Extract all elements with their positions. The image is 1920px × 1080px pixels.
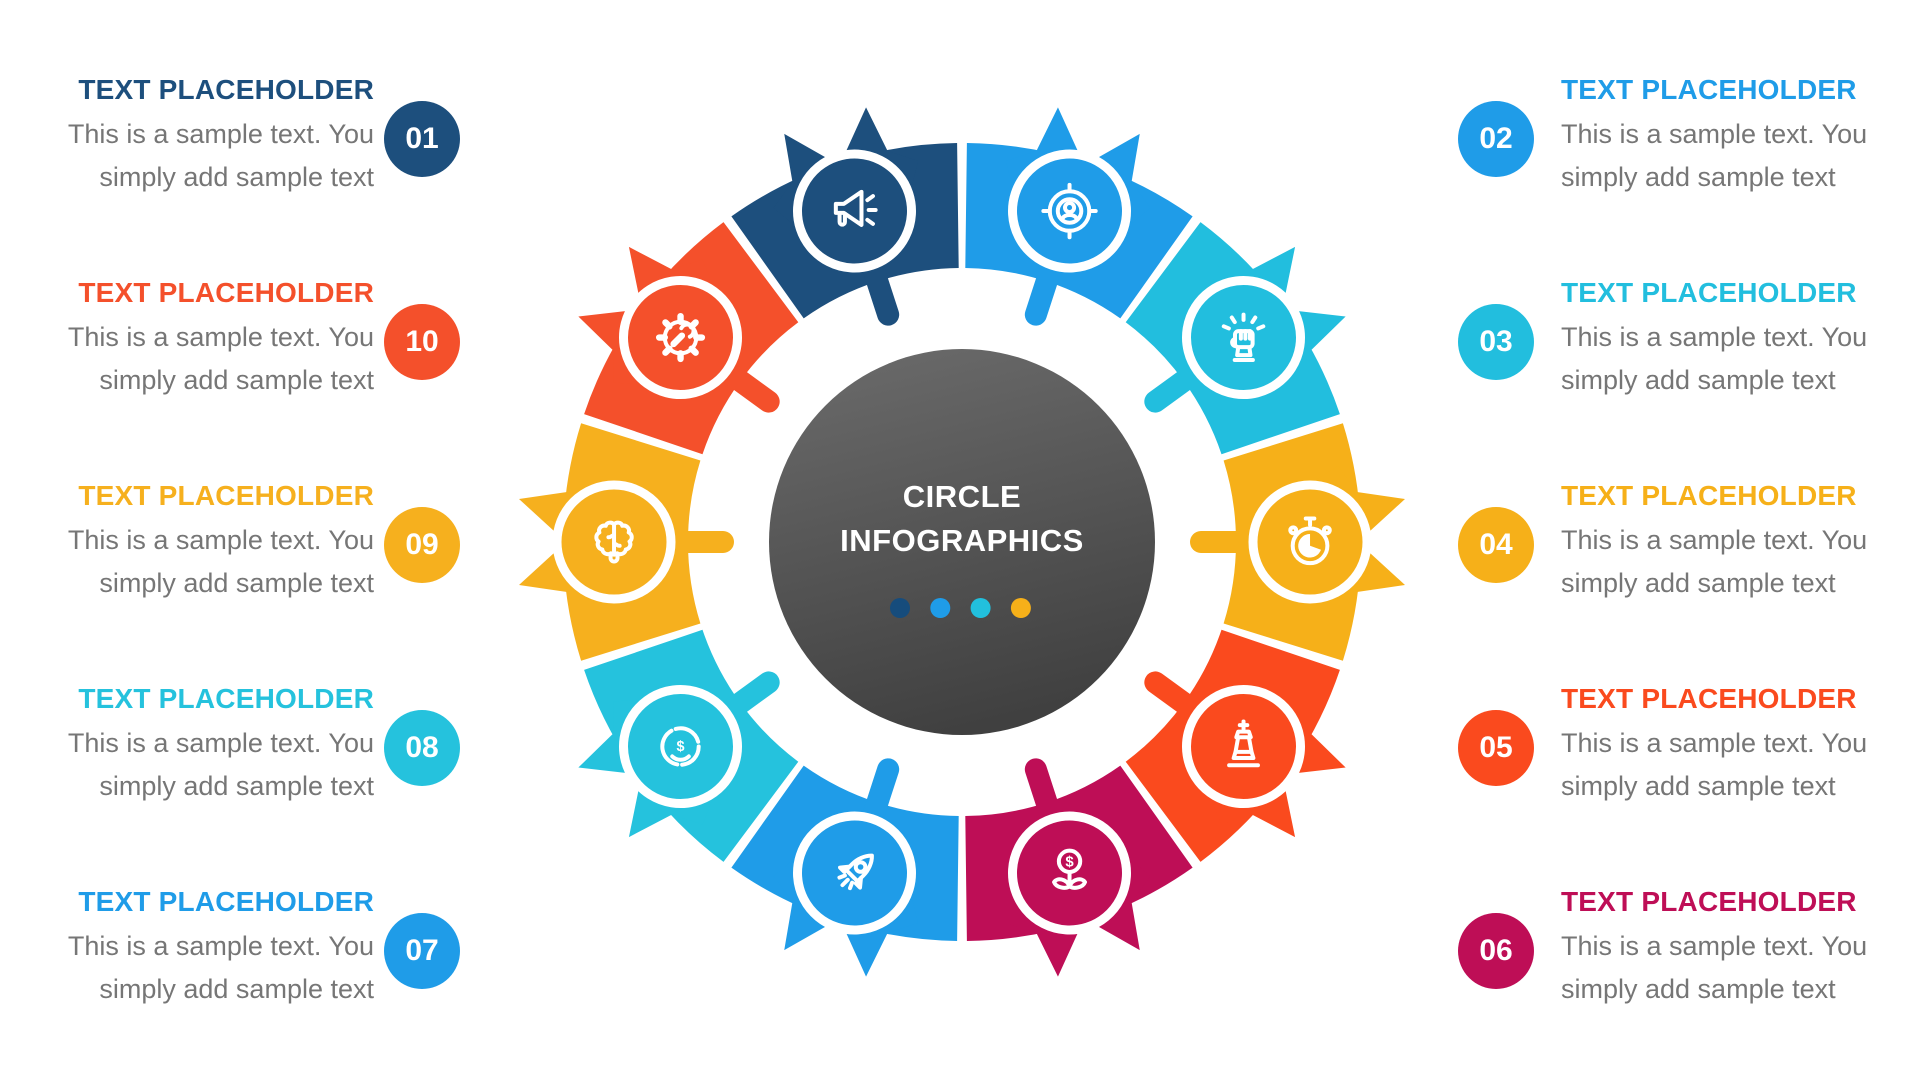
rocket-icon — [837, 853, 874, 891]
item-row-09: TEXT PLACEHOLDER This is a sample text. … — [60, 470, 460, 605]
segment-badge-05 — [1144, 671, 1346, 838]
segment-badge-09 — [519, 466, 734, 618]
item-text-07: TEXT PLACEHOLDER This is a sample text. … — [60, 876, 374, 1011]
segment-badge-01 — [773, 107, 919, 326]
item-text-09: TEXT PLACEHOLDER This is a sample text. … — [60, 470, 374, 605]
item-number-badge-04: 04 — [1458, 507, 1534, 583]
item-title-03: TEXT PLACEHOLDER — [1561, 277, 1857, 308]
segment-badge-03 — [1144, 246, 1346, 413]
segment-badge-04 — [1190, 466, 1405, 618]
gear-wrench-icon — [655, 312, 706, 363]
item-row-08: TEXT PLACEHOLDER This is a sample text. … — [60, 673, 460, 808]
item-text-04: TEXT PLACEHOLDER This is a sample text. … — [1561, 470, 1878, 605]
center-title-line1: CIRCLE — [903, 479, 1021, 514]
item-row-03: 03 TEXT PLACEHOLDER This is a sample tex… — [1458, 267, 1878, 402]
item-title-06: TEXT PLACEHOLDER — [1561, 886, 1857, 917]
item-text-01: TEXT PLACEHOLDER This is a sample text. … — [60, 64, 374, 199]
center-dot — [970, 598, 991, 618]
item-text-02: TEXT PLACEHOLDER This is a sample text. … — [1561, 64, 1878, 199]
item-title-10: TEXT PLACEHOLDER — [78, 277, 374, 308]
center-circle — [769, 349, 1155, 735]
pie-dollar-icon: $ — [660, 726, 701, 767]
item-number-badge-01: 01 — [384, 101, 460, 177]
chess-king-icon — [1227, 719, 1260, 768]
stopwatch-icon — [1288, 516, 1332, 566]
item-text-10: TEXT PLACEHOLDER This is a sample text. … — [60, 267, 374, 402]
item-row-05: 05 TEXT PLACEHOLDER This is a sample tex… — [1458, 673, 1878, 808]
segment-badge-10 — [578, 246, 780, 413]
money-growth-icon: $ — [1052, 848, 1088, 890]
center-dot — [1010, 598, 1031, 618]
item-title-07: TEXT PLACEHOLDER — [78, 886, 374, 917]
item-title-05: TEXT PLACEHOLDER — [1561, 683, 1857, 714]
item-row-07: TEXT PLACEHOLDER This is a sample text. … — [60, 876, 460, 1011]
svg-text:$: $ — [1065, 854, 1074, 871]
segment-badge-06: $ — [1005, 758, 1151, 977]
item-row-02: 02 TEXT PLACEHOLDER This is a sample tex… — [1458, 64, 1878, 199]
target-audience-icon — [1041, 182, 1098, 240]
item-row-01: TEXT PLACEHOLDER This is a sample text. … — [60, 64, 460, 199]
item-row-10: TEXT PLACEHOLDER This is a sample text. … — [60, 267, 460, 402]
item-number-badge-05: 05 — [1458, 710, 1534, 786]
item-title-04: TEXT PLACEHOLDER — [1561, 480, 1857, 511]
center-dot — [890, 598, 910, 618]
segment-badge-02 — [1005, 107, 1151, 326]
item-number-badge-06: 06 — [1458, 913, 1534, 989]
item-number-badge-03: 03 — [1458, 304, 1534, 380]
item-text-08: TEXT PLACEHOLDER This is a sample text. … — [60, 673, 374, 808]
item-number-badge-07: 07 — [384, 913, 460, 989]
megaphone-icon — [833, 189, 878, 227]
item-text-05: TEXT PLACEHOLDER This is a sample text. … — [1561, 673, 1878, 808]
center-dot — [930, 598, 951, 618]
brain-idea-icon — [594, 520, 634, 564]
item-title-01: TEXT PLACEHOLDER — [78, 74, 374, 105]
item-number-badge-10: 10 — [384, 304, 460, 380]
item-number-badge-09: 09 — [384, 507, 460, 583]
segment-badge-08: $ — [578, 671, 780, 838]
segment-badge-07 — [773, 758, 919, 977]
item-number-badge-08: 08 — [384, 710, 460, 786]
item-title-08: TEXT PLACEHOLDER — [78, 683, 374, 714]
item-title-02: TEXT PLACEHOLDER — [1561, 74, 1857, 105]
item-title-09: TEXT PLACEHOLDER — [78, 480, 374, 511]
item-text-03: TEXT PLACEHOLDER This is a sample text. … — [1561, 267, 1878, 402]
fist-power-icon — [1221, 312, 1266, 362]
item-row-06: 06 TEXT PLACEHOLDER This is a sample tex… — [1458, 876, 1878, 1011]
item-text-06: TEXT PLACEHOLDER This is a sample text. … — [1561, 876, 1878, 1011]
svg-text:$: $ — [677, 739, 685, 755]
item-number-badge-02: 02 — [1458, 101, 1534, 177]
center-title-line2: INFOGRAPHICS — [840, 523, 1084, 558]
item-row-04: 04 TEXT PLACEHOLDER This is a sample tex… — [1458, 470, 1878, 605]
